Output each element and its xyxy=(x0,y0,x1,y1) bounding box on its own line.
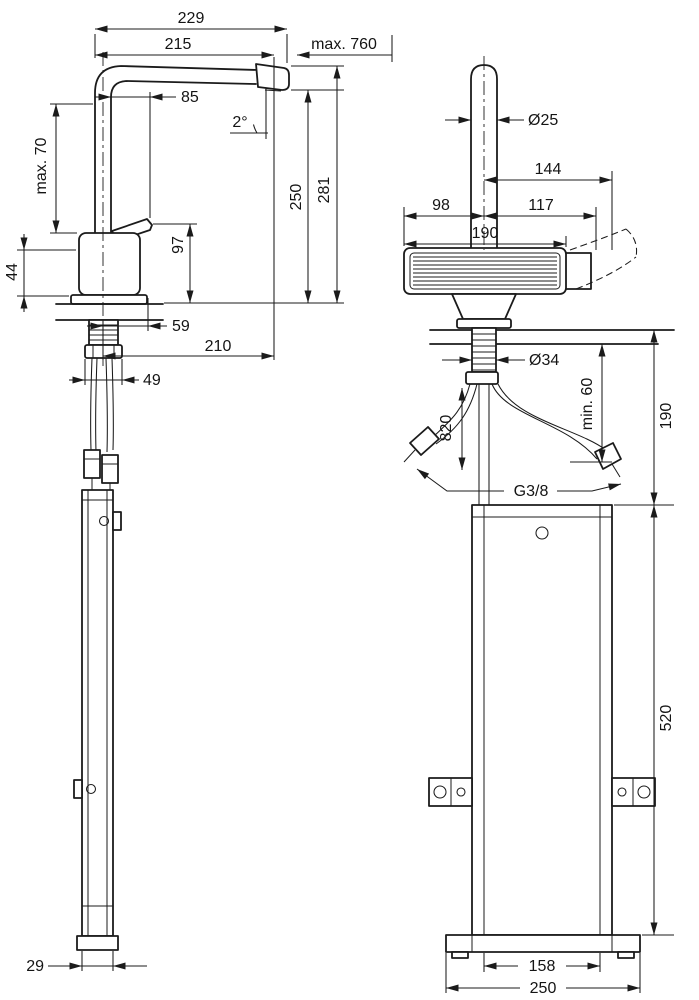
dim-49: 49 xyxy=(69,359,161,389)
dim-g38-label: G3/8 xyxy=(514,483,549,500)
mounting-rail-edges xyxy=(82,490,113,936)
dim-29: 29 xyxy=(26,951,147,975)
hose-fitting-right-tail xyxy=(611,463,621,478)
dim-215: 215 xyxy=(95,36,274,59)
base-escutcheon xyxy=(70,294,148,305)
dim-97-label: 97 xyxy=(170,236,187,254)
base-foot-left xyxy=(451,951,469,959)
dim-angle-2deg: 2° xyxy=(230,88,268,139)
hose-fitting-side-2 xyxy=(101,454,119,484)
dim-144: 144 xyxy=(484,161,613,250)
hose-fitting-left xyxy=(409,426,440,456)
hose-fitting-side-1-line xyxy=(84,458,100,490)
clamp-left-screw-inner xyxy=(456,787,466,797)
dim-520-label: 520 xyxy=(658,705,675,732)
hose-fitting-right xyxy=(594,442,622,470)
dim-250-label: 250 xyxy=(288,184,305,211)
dim-820-label: 820 xyxy=(438,415,455,442)
mixer-body xyxy=(78,232,141,296)
rail-tab-upper xyxy=(112,511,122,531)
handle-swing-range xyxy=(569,228,638,290)
installation-frame-walls xyxy=(472,505,612,935)
countertop-front xyxy=(429,329,675,345)
base-flange-front xyxy=(456,318,512,329)
dim-820: 820 xyxy=(438,388,466,470)
hose-fitting-side-1 xyxy=(83,449,101,479)
dim-min60: min. 60 xyxy=(570,344,612,463)
dim-max760: max. 760 xyxy=(297,35,393,62)
dim-max760-label: max. 760 xyxy=(311,36,377,53)
outlet-grid-lines xyxy=(413,256,557,286)
body-cone xyxy=(451,293,517,320)
dim-98-label: 98 xyxy=(432,197,450,214)
base-plate xyxy=(445,934,641,953)
rail-tab-lower xyxy=(73,779,83,799)
spray-head xyxy=(255,63,290,91)
dim-dia25-label: Ø25 xyxy=(528,112,558,129)
handle-front xyxy=(565,252,592,290)
dim-117-label: 117 xyxy=(528,197,554,214)
spray-head-outlet xyxy=(264,89,282,92)
dim-min60-label: min. 60 xyxy=(579,378,596,431)
dim-250-base: 250 xyxy=(445,953,641,997)
installation-frame xyxy=(471,504,613,936)
outlet-grid-frame xyxy=(409,252,561,290)
dim-59-label: 59 xyxy=(172,318,190,335)
mounting-rail xyxy=(81,489,114,937)
dim-520: 520 xyxy=(642,505,675,936)
supply-hose-right xyxy=(491,383,607,460)
rail-hole-upper xyxy=(98,515,110,527)
dim-49-label: 49 xyxy=(143,372,161,389)
dim-250-base-label: 250 xyxy=(530,980,557,997)
rail-hole-lower xyxy=(85,783,97,795)
shank-front xyxy=(471,327,497,373)
dim-190-height-label: 190 xyxy=(658,403,675,430)
fixing-nut-front xyxy=(465,371,499,385)
dim-158-label: 158 xyxy=(529,958,556,975)
hose-fitting-left-tail xyxy=(403,449,416,463)
dim-210: 210 xyxy=(103,57,275,360)
front-view: Ø25 144 98 117 190 Ø34 820 xyxy=(403,64,675,997)
dim-229: 229 xyxy=(94,10,288,63)
dim-229-label: 229 xyxy=(178,10,205,27)
spout-outline xyxy=(94,65,259,234)
dim-g38-thread: G3/8 xyxy=(416,468,622,500)
spout-body-front xyxy=(403,247,567,295)
clamp-right-screw-outer xyxy=(637,785,651,799)
dim-max70: max. 70 xyxy=(33,103,93,234)
shank-threads-front xyxy=(472,333,496,371)
dim-dia34-label: Ø34 xyxy=(529,352,559,369)
dim-190-height: 190 xyxy=(614,330,675,506)
base-plate-joints xyxy=(471,935,613,952)
pullout-hose xyxy=(478,384,490,516)
dim-215-label: 215 xyxy=(165,36,192,53)
dim-190-width-label: 190 xyxy=(472,225,499,242)
dim-dia34: Ø34 xyxy=(442,352,559,369)
supply-hoses-side xyxy=(90,357,114,453)
dim-44: 44 xyxy=(4,234,76,312)
frame-top-hole xyxy=(535,526,549,540)
dim-144-label: 144 xyxy=(535,161,562,178)
dim-angle-label: 2° xyxy=(232,114,247,131)
rail-foot xyxy=(76,935,119,951)
dim-281: 281 xyxy=(291,65,344,303)
dim-190-width: 190 xyxy=(404,225,567,248)
dim-max70-label: max. 70 xyxy=(33,137,50,194)
dim-dia25: Ø25 xyxy=(445,112,558,129)
countertop-side xyxy=(55,303,164,321)
side-view: 229 215 max. 760 85 2° max. 70 xyxy=(4,10,393,975)
clamp-left-screw-outer xyxy=(433,785,447,799)
clamp-right-screw-inner xyxy=(617,787,627,797)
dim-98-117: 98 117 xyxy=(403,197,597,250)
dim-44-label: 44 xyxy=(4,263,21,281)
dim-97: 97 xyxy=(153,223,197,303)
dim-158: 158 xyxy=(483,953,601,975)
base-foot-right xyxy=(617,951,635,959)
dim-281-label: 281 xyxy=(316,177,333,204)
dim-210-label: 210 xyxy=(205,338,232,355)
dim-29-label: 29 xyxy=(26,958,44,975)
dim-85-label: 85 xyxy=(181,89,199,106)
